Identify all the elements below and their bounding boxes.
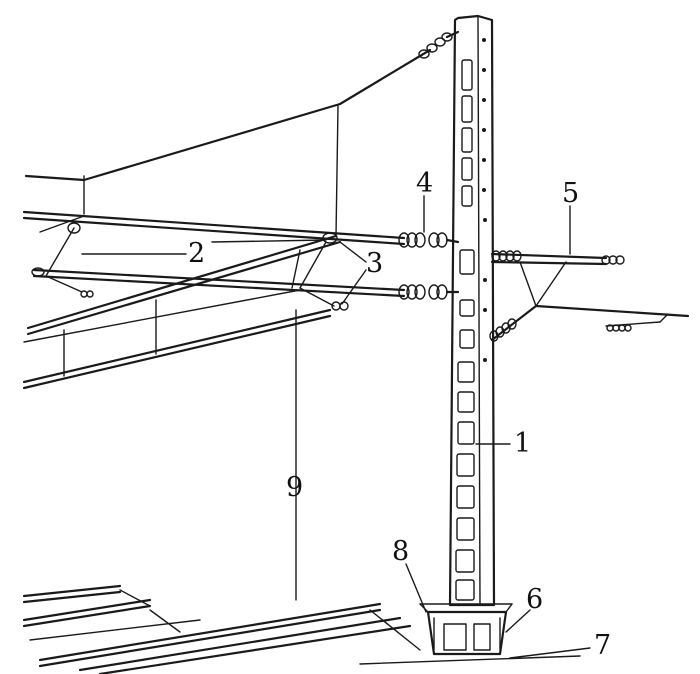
leader-6	[505, 609, 531, 633]
mast-openings	[455, 59, 475, 601]
lower-cantilever	[31, 267, 460, 300]
top-insulator-icon	[418, 30, 460, 59]
insulator-lower-icon	[398, 284, 460, 300]
upper-cantilever	[22, 210, 460, 248]
insulator-upper-icon	[398, 232, 460, 248]
diagonal-brace	[26, 234, 342, 336]
right-insulator-lower-icon	[489, 318, 517, 342]
callouts: 1 2 3 4 5 6 7 8 9	[188, 168, 611, 661]
foundation	[359, 603, 581, 665]
leader-7	[509, 647, 591, 659]
right-end-fitting-icon	[601, 255, 625, 265]
dropper-clamp-icon	[80, 290, 94, 298]
mast	[448, 14, 496, 607]
mast-holes	[482, 38, 487, 362]
registration-arms	[45, 222, 349, 311]
callout-5: 5	[562, 178, 579, 209]
callout-2: 2	[188, 238, 205, 269]
callout-6: 6	[526, 584, 543, 615]
callout-3: 3	[366, 248, 383, 279]
leader-3a	[339, 241, 367, 263]
leader-3b	[341, 269, 367, 305]
right-insulator-upper-icon	[491, 250, 522, 262]
callout-4: 4	[416, 168, 433, 199]
callout-8: 8	[392, 536, 409, 567]
leader-2b	[211, 239, 327, 243]
leader-8	[405, 563, 427, 613]
callout-1: 1	[514, 428, 531, 459]
track	[22, 584, 421, 674]
right-steady-arm-icon	[606, 324, 632, 332]
callout-9: 9	[286, 472, 303, 503]
leader-lines	[81, 195, 591, 659]
right-bracket	[489, 250, 690, 342]
top-support-frame	[24, 30, 460, 237]
catenary-wires	[22, 289, 332, 390]
callout-7: 7	[594, 630, 611, 661]
